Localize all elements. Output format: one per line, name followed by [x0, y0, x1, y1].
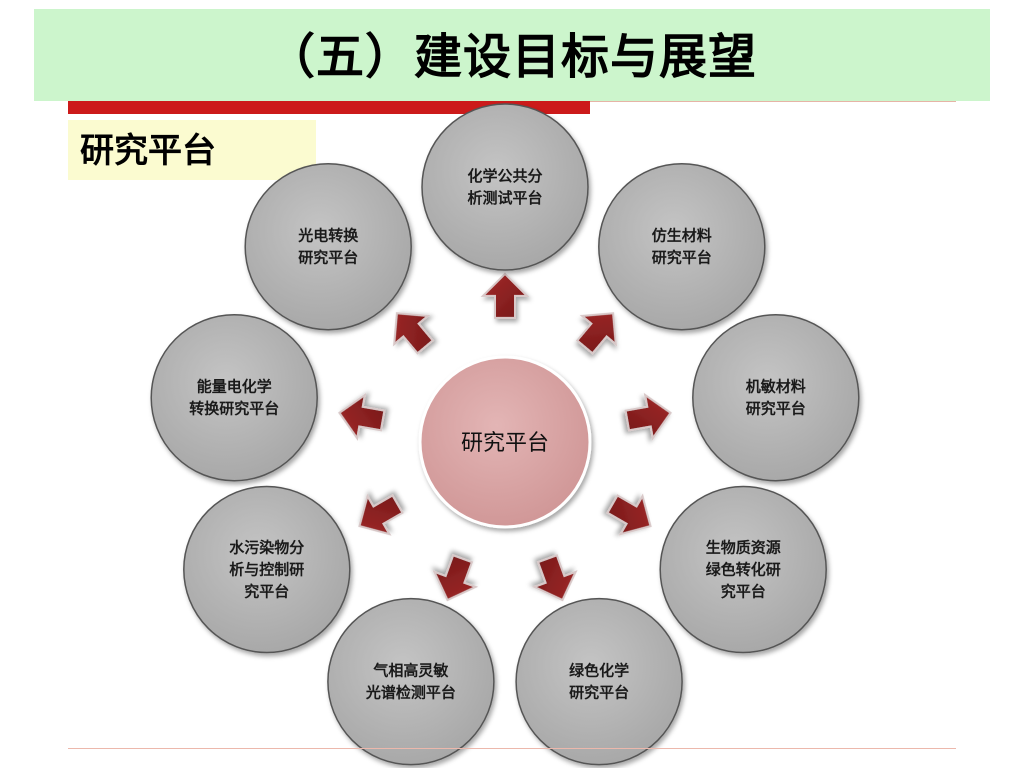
node-label-line: 转换研究平台: [189, 400, 279, 418]
node-label-line: 研究平台: [298, 249, 358, 267]
node-label-line: 究平台: [721, 583, 766, 601]
section-label-box: 研究平台: [68, 120, 316, 180]
node-label-line: 能量电化学: [197, 378, 272, 396]
arrow-sensitive-materials: [624, 392, 673, 441]
node-label-line: 绿色化学: [569, 662, 629, 680]
node-label-line: 析测试平台: [467, 189, 542, 207]
arrow-chem-analysis: [480, 272, 530, 319]
node-circle: [659, 485, 827, 654]
arrow-water-pollutant: [358, 493, 404, 536]
arrow-energy-electrochem: [337, 392, 386, 441]
footer-rule: [68, 748, 956, 749]
section-label: 研究平台: [80, 131, 216, 171]
header-red-bar: [68, 101, 590, 114]
node-circle: [244, 162, 412, 331]
node-label-line: 仿生材料: [652, 227, 712, 245]
center-circle: [418, 355, 592, 529]
node-label-line: 化学公共分: [467, 167, 542, 185]
title-band: （五）建设目标与展望: [34, 9, 990, 101]
node-circle: [150, 313, 318, 482]
node-label-line: 研究平台: [569, 684, 629, 702]
node-label-line: 气相高灵敏: [372, 662, 449, 680]
arrow-gas-phase-spectroscopy: [432, 554, 479, 602]
arrow-bionic-materials: [575, 312, 618, 355]
node-label-line: 绿色转化研: [706, 561, 781, 579]
node-label-line: 究平台: [244, 583, 289, 601]
node-label-line: 生物质资源: [706, 539, 781, 557]
arrow-green-chemistry: [531, 554, 578, 602]
node-label-line: 研究平台: [746, 400, 806, 418]
node-circle: [183, 485, 351, 654]
arrow-photoelectric-conversion: [392, 312, 435, 355]
node-circle: [421, 103, 589, 271]
arrows-layer: [337, 272, 673, 602]
node-label-line: 光谱检测平台: [365, 684, 456, 702]
nodes-layer: 化学公共分析测试平台仿生材料研究平台机敏材料研究平台生物质资源绿色转化研究平台绿…: [150, 103, 860, 766]
center-layer: 研究平台: [418, 355, 592, 529]
center-label: 研究平台: [461, 431, 549, 456]
slide-title: （五）建设目标与展望: [266, 29, 757, 85]
node-label-line: 析与控制研: [229, 561, 304, 579]
node-label-line: 水污染物分: [229, 539, 304, 557]
node-circle: [692, 313, 860, 482]
arrow-biomass-conversion: [606, 493, 652, 536]
node-label-line: 机敏材料: [746, 378, 806, 396]
node-circle: [598, 162, 766, 331]
node-label-line: 研究平台: [652, 249, 712, 267]
node-circle: [327, 597, 495, 766]
node-label-line: 光电转换: [297, 227, 359, 245]
node-circle: [515, 597, 683, 766]
center-hub: 研究平台: [418, 355, 592, 529]
